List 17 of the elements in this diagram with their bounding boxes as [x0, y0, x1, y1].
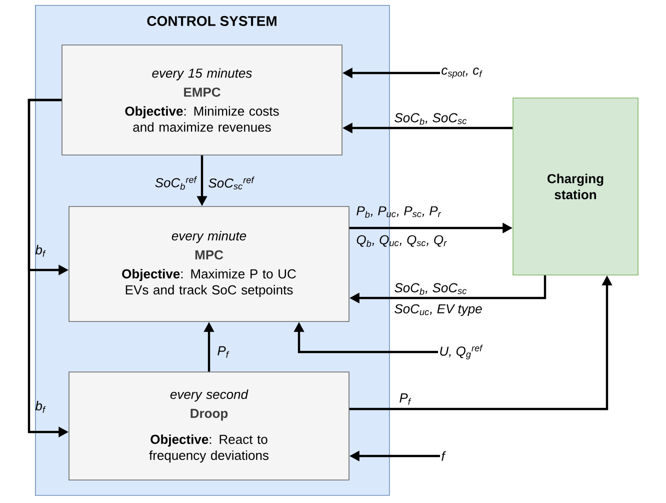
signal-label: Q$_{b}$, Q$_{uc}$, Q$_{sc}$, Q$_{r}$	[356, 235, 447, 247]
process-box: every second Droop Objective: React to frequency deviations	[68, 372, 350, 480]
process-box: every 15 minutes EMPC Objective: Minimize costs and maximize revenues	[62, 44, 342, 156]
edge-label: P$_{f}$	[218, 346, 230, 358]
signal-label: SoC$_{uc}$, EV type	[394, 304, 482, 316]
process-box: every minute MPC Objective: Maximize P to UC EVs and track SoC setpoints	[68, 206, 350, 322]
input-text: f	[442, 451, 446, 461]
edge-label: SoC$_{b}$, SoC$_{sc}$	[394, 113, 467, 125]
edge-label: b$_{f}$	[35, 244, 46, 257]
input-text: c$_{spot}$, c$_{f}$	[442, 68, 482, 78]
edge-label: SoC$_{b}$ref	[155, 176, 198, 190]
edge-label: SoC$_{b}$, SoC$_{sc}$	[394, 283, 467, 295]
edge-label: P$_{f}$	[400, 393, 412, 405]
signal-label: SoC$_{sc}$ref	[208, 176, 254, 190]
input-text: U, Q$_{g}$ref	[440, 344, 483, 360]
edge-label: b$_{f}$	[35, 400, 46, 413]
station-box: Charging station	[512, 98, 638, 276]
